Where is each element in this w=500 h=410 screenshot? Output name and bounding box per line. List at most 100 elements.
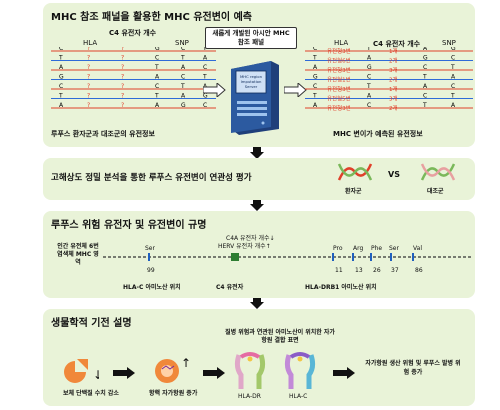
down-arrow-1 (250, 147, 264, 159)
nucleotide-mark: T (422, 74, 427, 81)
nucleotide-mark: T (202, 47, 207, 52)
nucleotide-mark: ? (121, 102, 124, 109)
nucleotide-mark: T (202, 74, 207, 81)
nucleotide-mark: C (423, 64, 427, 71)
nucleotide-mark: G (313, 74, 318, 81)
svg-text:↑: ↑ (181, 356, 189, 370)
hla-dr-label: HLA-DR (238, 393, 261, 400)
nucleotide-mark: T (450, 64, 455, 71)
reference-panel-box: 새롭게 개발된 아시안 MHC 참조 패널 (205, 27, 297, 49)
left-genotype-lines: C??GCTT??CTAA??TACG??ACTC??CTAT??TAGA??A… (51, 47, 216, 109)
nucleotide-mark: C (367, 102, 371, 109)
nucleotide-mark: T (366, 47, 371, 52)
nucleotide-mark: A (423, 83, 428, 90)
drb1-aa-label: Pro (333, 245, 343, 252)
predicted-hla: 유전형1번 (327, 76, 351, 84)
right-header-c4: C4 유전자 개수 (373, 40, 421, 48)
left-header-c4: C4 유전자 개수 (109, 29, 157, 37)
chromosome-track (103, 253, 471, 261)
nucleotide-mark: T (422, 102, 427, 109)
hla-c-label: HLA-C (289, 393, 308, 400)
nucleotide-mark: C (423, 93, 427, 100)
nucleotide-mark: G (155, 47, 160, 52)
nucleotide-mark: A (451, 74, 456, 81)
nucleotide-mark: ? (121, 93, 124, 100)
nucleotide-mark: T (312, 93, 317, 100)
nucleotide-mark: ? (87, 74, 90, 81)
chromosome-label: 인간 유전체 6번 염색체 MHC 영역 (57, 243, 99, 266)
nucleotide-mark: C (59, 47, 63, 52)
nucleotide-mark: ? (121, 83, 124, 90)
nucleotide-mark: C (367, 74, 371, 81)
predicted-hla: 유전형3번 (327, 104, 351, 112)
drb1-pos-label: 86 (415, 267, 423, 274)
nucleotide-mark: A (451, 102, 456, 109)
predicted-hla: 유전형6번 (327, 57, 351, 65)
nucleotide-mark: G (59, 74, 64, 81)
drb1-aa-label: Arg (353, 245, 364, 252)
drb1-pos-label: 37 (391, 267, 399, 274)
nucleotide-mark: ? (87, 55, 90, 62)
predicted-c4-count: 2개 (389, 57, 398, 65)
nucleotide-mark: C (59, 83, 63, 90)
nucleotide-mark: ? (121, 47, 124, 52)
panel3-title: 루푸스 위험 유전자 및 유전변이 규명 (51, 220, 207, 231)
arrow-step-3 (333, 367, 355, 379)
nucleotide-mark: C (313, 47, 317, 52)
server-icon: MHC region Imputation Server (231, 61, 279, 135)
drb1-aa-label: Ser (389, 245, 399, 252)
nucleotide-mark: C (155, 55, 159, 62)
nucleotide-mark: G (451, 47, 456, 52)
c4-note-1: C4A 유전자 개수↓ (226, 235, 275, 242)
predicted-c4-count: 3개 (389, 66, 398, 74)
nucleotide-mark: C (155, 83, 159, 90)
nucleotide-mark: T (312, 55, 317, 62)
nucleotide-mark: A (313, 64, 318, 71)
nucleotide-mark: T (180, 83, 185, 90)
predicted-hla: 유전형5번 (327, 95, 351, 103)
hla-dr-icon (234, 352, 266, 389)
predicted-c4-count: 3개 (389, 95, 398, 103)
nucleotide-mark: ? (87, 83, 90, 90)
nucleotide-mark: ? (87, 93, 90, 100)
predicted-hla: 유전형3번 (327, 85, 351, 93)
right-header-hla: HLA (334, 39, 349, 47)
arrow-step-1 (113, 367, 135, 379)
patient-label: 환자군 (345, 188, 362, 195)
nucleotide-mark: A (367, 93, 372, 100)
svg-text:↓: ↓ (93, 368, 99, 382)
nucleotide-mark: A (203, 55, 208, 62)
step3-label: 질병 위험과 연관된 아미노산이 위치한 자가항원 결합 표면 (225, 329, 335, 344)
nucleotide-mark: T (58, 55, 63, 62)
predicted-c4-count: 1개 (389, 85, 398, 93)
arrow-from-server (284, 83, 307, 97)
nucleotide-mark: T (154, 64, 159, 71)
vs-label: VS (388, 170, 400, 179)
nucleotide-mark: C (203, 102, 207, 109)
svg-text:Imputation: Imputation (241, 79, 262, 84)
nucleotide-mark: G (203, 93, 208, 100)
nucleotide-mark: G (367, 64, 372, 71)
panel4-title: 생물학적 기전 설명 (51, 318, 132, 329)
left-caption: 루푸스 환자군과 대조군의 유전정보 (51, 130, 155, 138)
nucleotide-mark: G (423, 55, 428, 62)
right-caption: MHC 변이가 예측된 유전정보 (333, 130, 423, 138)
drb1-aa-label: Val (413, 245, 422, 252)
drb1-pos-label: 11 (335, 267, 343, 274)
svg-text:Server: Server (245, 84, 258, 89)
nucleotide-mark: T (450, 93, 455, 100)
arrow-to-server (203, 83, 226, 97)
c4-note-2: HERV 유전자 개수↑ (218, 243, 271, 250)
panel-risk-genes: 루푸스 위험 유전자 및 유전변이 규명 인간 유전체 6번 염색체 MHC 영… (43, 211, 475, 298)
nucleotide-mark: C (313, 83, 317, 90)
predicted-hla: 유전형3번 (327, 47, 351, 55)
patient-dna-icon (337, 163, 373, 181)
nucleotide-mark: A (423, 47, 428, 52)
drb1-pos-label: 13 (355, 267, 363, 274)
down-arrow-3 (250, 298, 264, 309)
step1-label: 보체 단백질 수치 감소 (63, 390, 119, 397)
nucleotide-mark: ? (121, 55, 124, 62)
label-drb1: HLA-DRB1 아미노산 위치 (305, 284, 377, 291)
nucleotide-mark: T (180, 55, 185, 62)
